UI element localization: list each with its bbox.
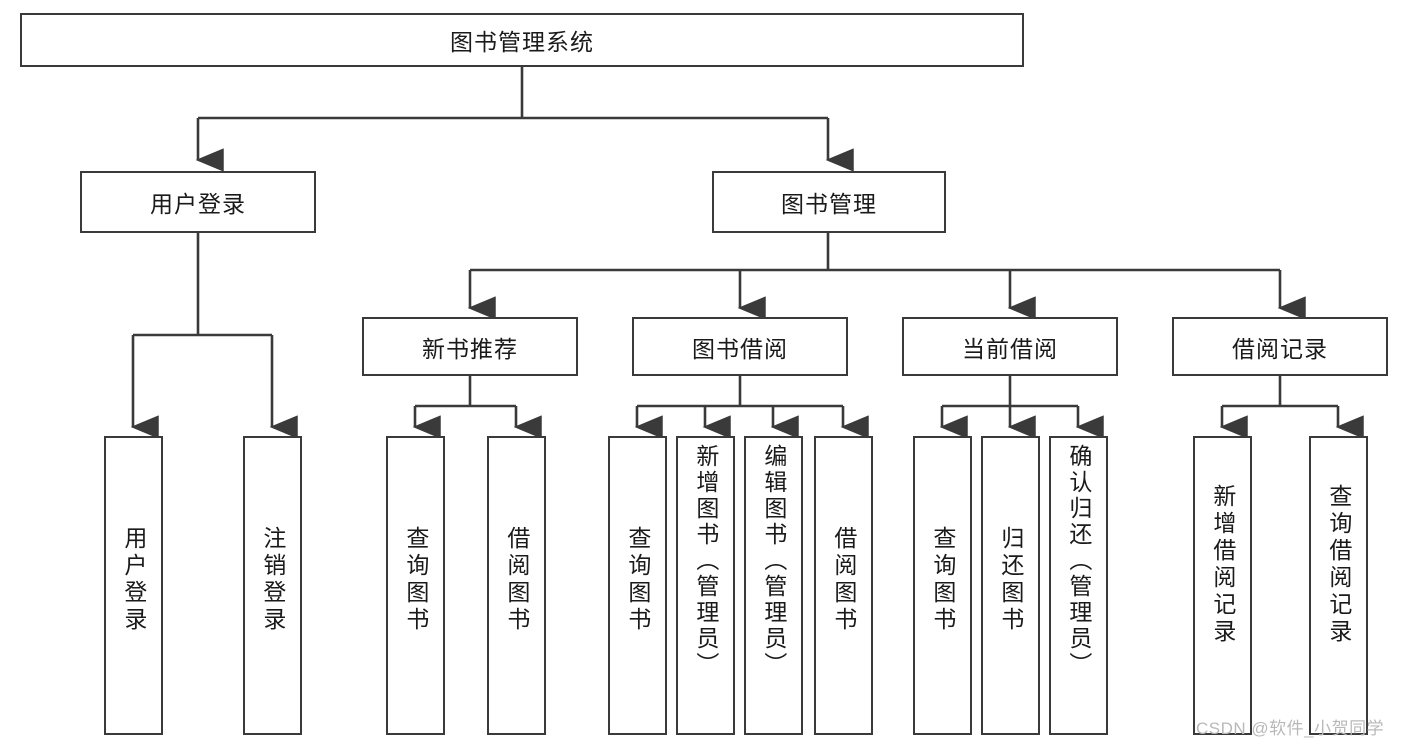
node-user-login-label: 用户登录 (150, 191, 246, 217)
leaf-logout-label: 注销登录 (259, 526, 286, 634)
leaf-query-book-2[interactable]: 查询图书 (608, 436, 667, 735)
leaf-query-book-1-label: 查询图书 (402, 526, 429, 634)
leaf-borrow-book-1[interactable]: 借阅图书 (487, 436, 546, 735)
leaf-borrow-book-2[interactable]: 借阅图书 (814, 436, 873, 735)
leaf-user-login[interactable]: 用户登录 (104, 436, 163, 735)
node-current-borrow-label: 当前借阅 (962, 335, 1058, 362)
csdn-watermark: CSDN @软件_小贺同学 (1196, 719, 1385, 738)
node-user-login[interactable]: 用户登录 (80, 171, 316, 233)
leaf-query-book-2-label: 查询图书 (624, 526, 651, 634)
leaf-borrow-book-1-label: 借阅图书 (503, 526, 530, 634)
leaf-query-book-3-label: 查询图书 (929, 526, 956, 634)
leaf-return-book[interactable]: 归还图书 (981, 436, 1040, 735)
leaf-return-book-label: 归还图书 (997, 526, 1024, 634)
leaf-query-book-3[interactable]: 查询图书 (913, 436, 972, 735)
node-book-management-label: 图书管理 (781, 191, 877, 217)
leaf-confirm-return[interactable]: 确认归还（管理员） (1049, 436, 1108, 735)
leaf-add-book-label: 新增图书（管理员） (692, 444, 719, 678)
leaf-query-book-1[interactable]: 查询图书 (386, 436, 445, 735)
leaf-confirm-return-label: 确认归还（管理员） (1065, 444, 1092, 678)
leaf-add-book[interactable]: 新增图书（管理员） (676, 436, 735, 735)
leaf-edit-book[interactable]: 编辑图书（管理员） (744, 436, 803, 735)
leaf-logout[interactable]: 注销登录 (243, 436, 302, 735)
leaf-borrow-book-2-label: 借阅图书 (830, 526, 857, 634)
node-current-borrow[interactable]: 当前借阅 (902, 317, 1118, 376)
node-book-borrow[interactable]: 图书借阅 (632, 317, 848, 376)
leaf-query-record[interactable]: 查询借阅记录 (1309, 436, 1368, 735)
leaf-query-record-label: 查询借阅记录 (1325, 484, 1352, 646)
node-new-book-recommend[interactable]: 新书推荐 (362, 317, 578, 376)
leaf-edit-book-label: 编辑图书（管理员） (760, 444, 787, 678)
node-root-label: 图书管理系统 (450, 29, 594, 55)
node-book-management[interactable]: 图书管理 (712, 171, 946, 233)
leaf-user-login-label: 用户登录 (120, 526, 147, 634)
node-borrow-record[interactable]: 借阅记录 (1172, 317, 1388, 376)
node-book-borrow-label: 图书借阅 (692, 335, 788, 362)
leaf-add-record[interactable]: 新增借阅记录 (1193, 436, 1252, 735)
node-borrow-record-label: 借阅记录 (1232, 335, 1328, 362)
leaf-add-record-label: 新增借阅记录 (1209, 484, 1236, 646)
node-root[interactable]: 图书管理系统 (20, 13, 1024, 67)
node-new-book-recommend-label: 新书推荐 (422, 335, 518, 362)
